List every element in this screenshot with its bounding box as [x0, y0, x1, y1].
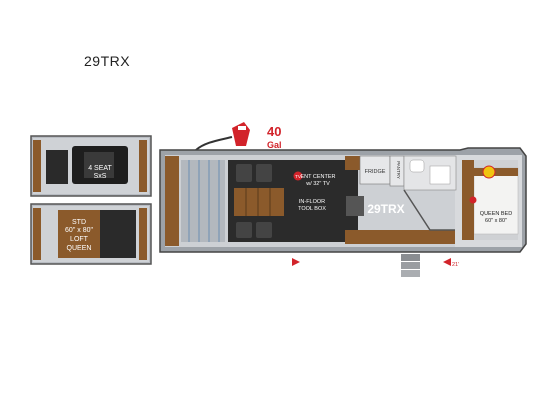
model-title: 29TRX — [84, 53, 131, 69]
fuel-pump-icon — [195, 122, 250, 151]
trailer-body: TV ENT CENTER w/ 32" TV IN-FLOOR TOOL BO… — [159, 147, 527, 253]
bed-label-1: QUEEN BED — [480, 211, 512, 217]
bed-label-2: 60" x 80" — [485, 218, 507, 224]
model-badge: 29TRX — [367, 202, 404, 216]
inset-sxs: 4 SEAT SxS — [30, 135, 152, 197]
sxs-label: 4 SEAT — [88, 165, 112, 172]
awning-size: 21' — [452, 262, 459, 268]
awning-marker-rear — [292, 258, 300, 266]
ent-center-label-1: ENT CENTER — [300, 174, 335, 180]
ent-center-label-2: w/ 32" TV — [305, 181, 330, 187]
fridge-label: FRIDGE — [365, 169, 386, 175]
awning-marker-front — [443, 258, 451, 266]
inset-loft: STD 60" x 80" LOFT QUEEN — [30, 203, 152, 265]
toolbox-label-2: TOOL BOX — [298, 206, 326, 212]
fuel-amount: 40 — [267, 124, 281, 139]
entry-steps — [401, 254, 420, 277]
loft-label-2: 60" x 80" — [65, 227, 93, 234]
tv-badge: TV — [295, 174, 301, 179]
loft-label-1: STD — [72, 219, 86, 226]
toolbox-label-1: IN-FLOOR — [299, 199, 325, 205]
pantry-label: PANTRY — [396, 161, 401, 179]
fuel-unit: Gal — [267, 140, 282, 150]
loft-label-4: QUEEN — [67, 245, 92, 252]
sxs-label-2: SxS — [94, 173, 107, 180]
loft-label-3: LOFT — [70, 236, 89, 243]
